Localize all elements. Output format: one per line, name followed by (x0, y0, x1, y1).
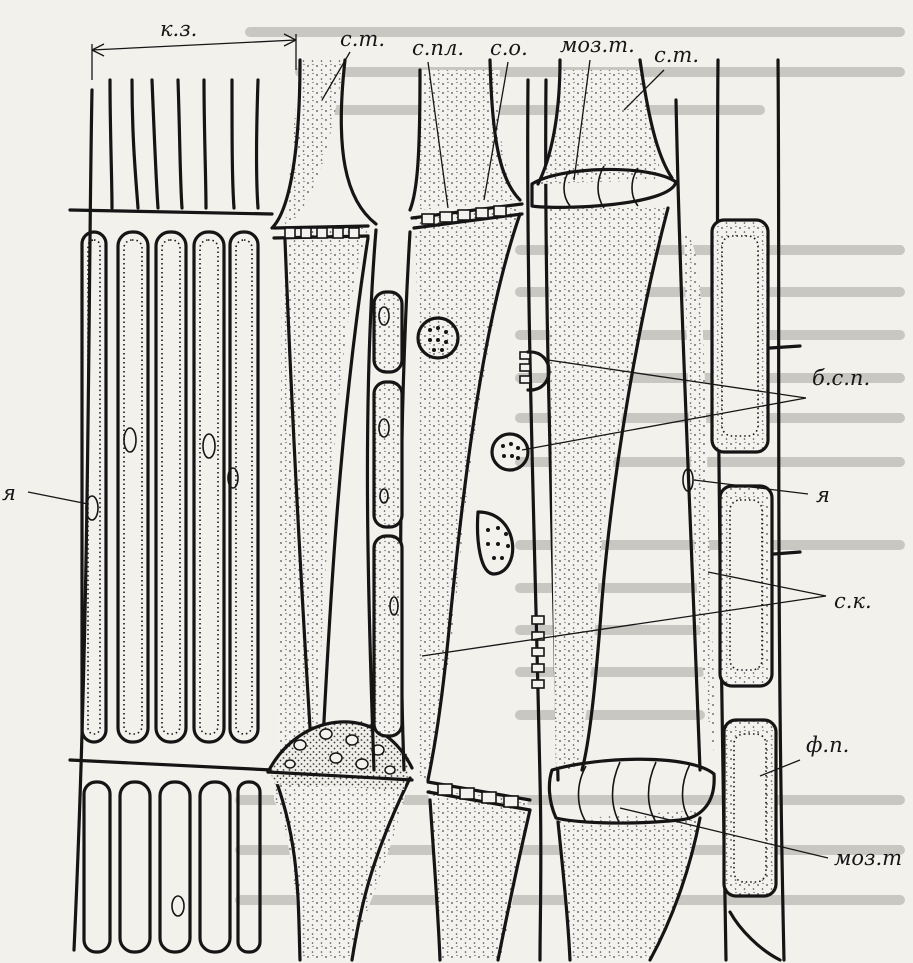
label-mozt-top: моз.т. (560, 33, 635, 57)
label-spl: с.пл. (412, 36, 464, 60)
label-fp: ф.п. (806, 733, 849, 757)
label-st-top: с.т. (340, 27, 385, 51)
label-ya-right: я (816, 483, 830, 507)
label-st-top2: с.т. (654, 43, 699, 67)
label-bsp: б.с.п. (812, 366, 870, 390)
label-kz: к.з. (160, 17, 197, 41)
label-sk: с.к. (834, 589, 872, 613)
label-mozt-bottom: моз.т (834, 846, 902, 870)
label-so: с.о. (490, 36, 528, 60)
label-ya-left: я (2, 481, 16, 505)
